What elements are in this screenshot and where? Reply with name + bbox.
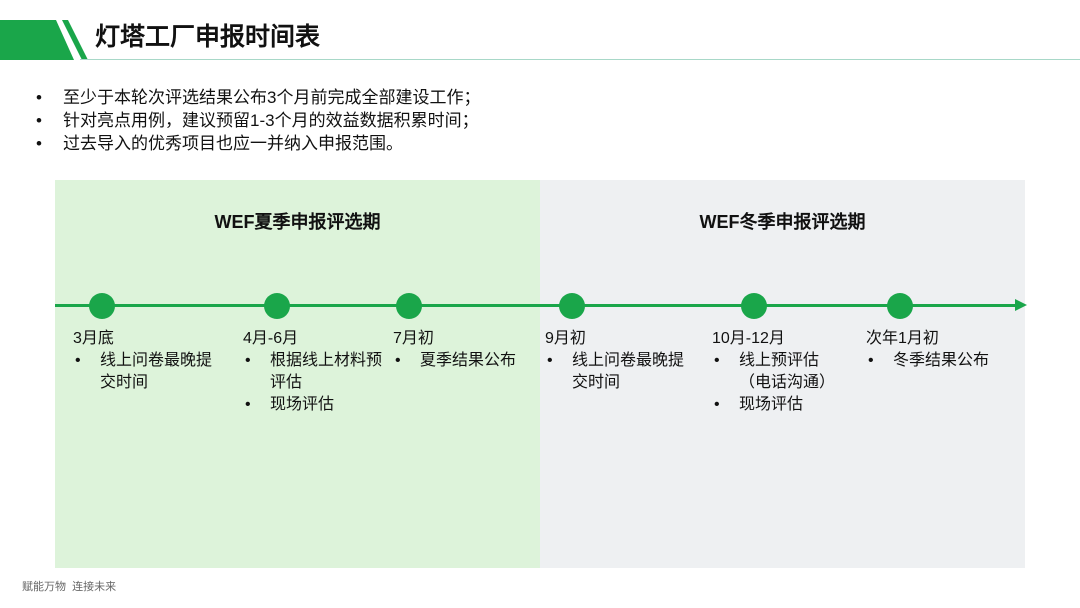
milestone-date: 3月底 [73,330,114,347]
milestone-item: 线上预评估（电话沟通） [712,350,837,394]
milestone-label: 10月-12月 线上预评估（电话沟通） 现场评估 [712,328,862,416]
milestone-item: 根据线上材料预评估 [243,350,383,394]
milestone-dot [559,293,585,319]
milestone-dot [396,293,422,319]
winter-period-title: WEF冬季申报评选期 [699,212,866,232]
timeline-axis [55,304,1017,307]
milestone-label: 3月底 线上问卷最晚提交时间 [73,328,223,394]
milestone-date: 4月-6月 [243,330,299,347]
key-point: 至少于本轮次评选结果公布3个月前完成全部建设工作； [36,86,480,109]
milestone-item: 冬季结果公布 [866,350,1026,372]
milestone-item: 现场评估 [712,394,862,416]
key-point: 过去导入的优秀项目也应一并纳入申报范围。 [36,132,480,155]
milestone-date: 7月初 [393,330,434,347]
milestone-item: 夏季结果公布 [393,350,543,372]
milestone-date: 9月初 [545,330,586,347]
header-divider [80,59,1080,60]
milestone-item: 线上问卷最晚提交时间 [545,350,685,394]
key-point: 针对亮点用例，建议预留1-3个月的效益数据积累时间； [36,109,480,132]
milestone-dot [264,293,290,319]
milestone-dot [741,293,767,319]
header-accent-bar [0,20,74,60]
milestone-dot [89,293,115,319]
milestone-date: 次年1月初 [866,330,939,347]
milestone-item: 现场评估 [243,394,393,416]
milestone-label: 7月初 夏季结果公布 [393,328,543,372]
footer-slogan: 赋能万物 连接未来 [22,581,117,593]
milestone-item: 线上问卷最晚提交时间 [73,350,213,394]
milestone-label: 9月初 线上问卷最晚提交时间 [545,328,695,394]
milestone-dot [887,293,913,319]
timeline-arrow-icon [1015,299,1027,311]
milestone-label: 次年1月初 冬季结果公布 [866,328,1026,372]
milestone-date: 10月-12月 [712,330,785,347]
summer-period-title: WEF夏季申报评选期 [214,212,381,232]
milestone-label: 4月-6月 根据线上材料预评估 现场评估 [243,328,393,416]
key-points: 至少于本轮次评选结果公布3个月前完成全部建设工作； 针对亮点用例，建议预留1-3… [36,86,480,155]
page-title: 灯塔工厂申报时间表 [95,23,321,51]
